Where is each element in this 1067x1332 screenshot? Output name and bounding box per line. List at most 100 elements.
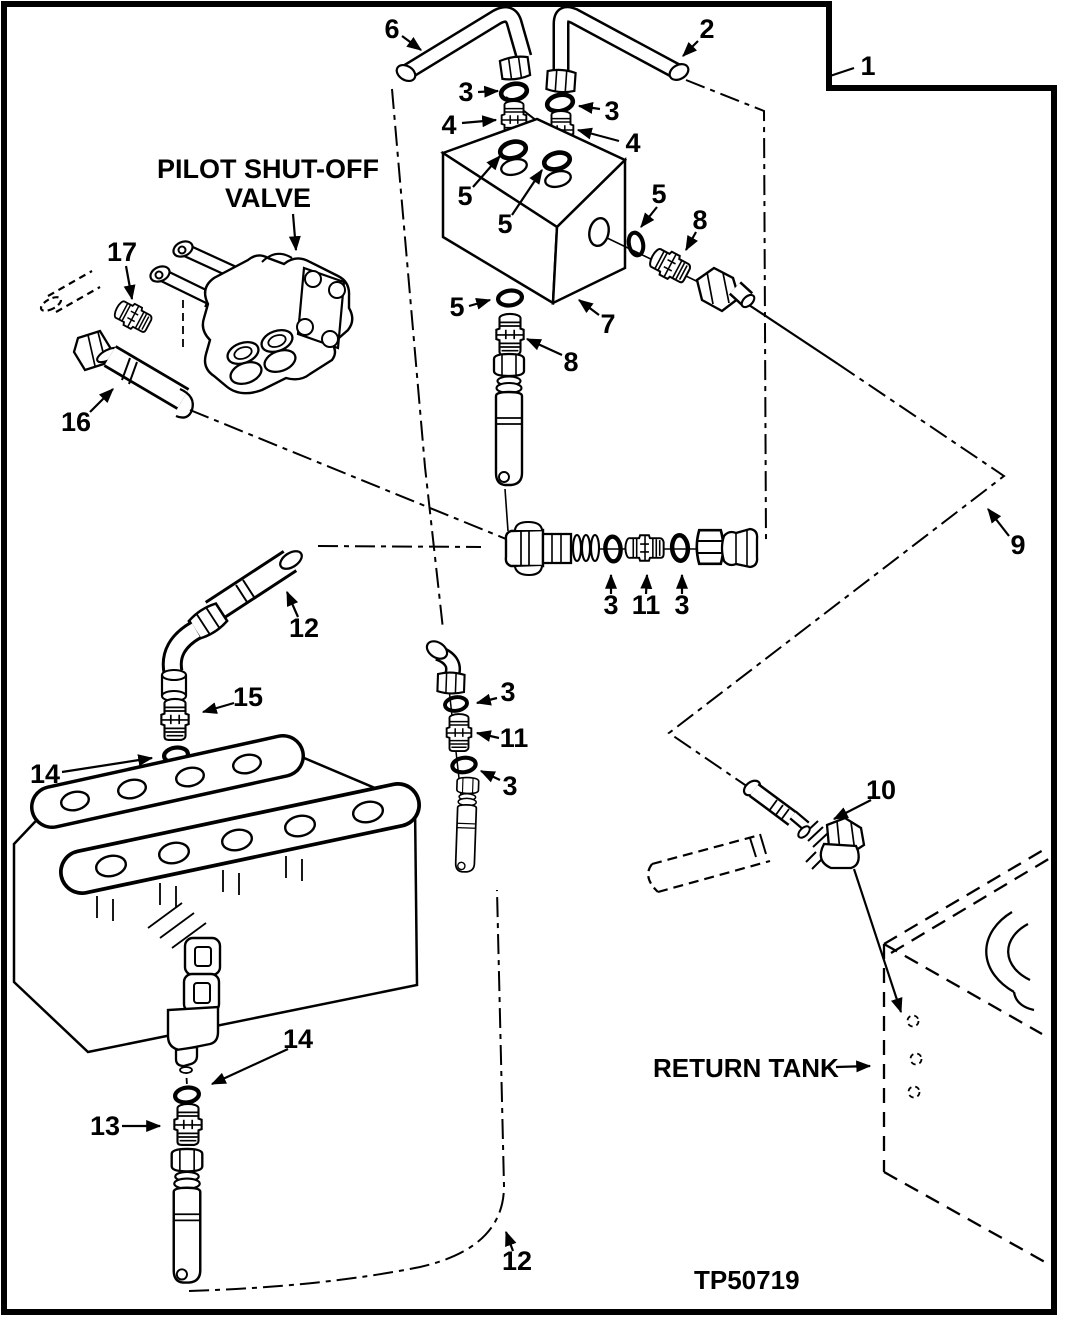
collar-ring-2 [580, 533, 592, 563]
quick-coupler-facets [520, 530, 530, 566]
pilot-tube-6 [395, 5, 533, 83]
hose-12-band [235, 579, 255, 603]
return-port-leader [745, 302, 839, 365]
bolt-hole-2 [328, 281, 346, 299]
callout-9: 9 [1010, 530, 1025, 560]
callout-leader-5 [511, 169, 543, 216]
callout-4: 4 [441, 110, 456, 140]
callout-leader-11 [640, 573, 653, 595]
cap-hex [695, 266, 741, 313]
elbow-nut [436, 671, 466, 695]
row-swivel-facets [735, 530, 748, 566]
cap-tip [740, 293, 756, 309]
coupler-sleeve-facets [551, 534, 562, 563]
callout-leader-14 [210, 1048, 289, 1085]
coupler-collar-ticks [768, 799, 790, 821]
static-leaders [288, 213, 872, 1073]
oring-3-chain-bottom [451, 756, 476, 774]
mount-tab-2-hole [193, 982, 211, 1004]
elbow-12-collar [160, 668, 188, 682]
callout-14: 14 [283, 1024, 313, 1054]
callout-5: 5 [497, 209, 512, 239]
fitting-13 [173, 1102, 203, 1146]
callout-leader-5 [468, 298, 492, 310]
right-mask [1057, 0, 1067, 1332]
return-tank-label: RETURN TANK [653, 1053, 839, 1083]
callout-5: 5 [449, 292, 464, 322]
callout-leader-4 [576, 127, 620, 143]
callout-leader-11 [475, 730, 500, 742]
front-bore-1 [94, 854, 128, 878]
elbow-body [819, 842, 860, 870]
hose-16-fill [105, 347, 188, 408]
tank-hole-3 [907, 1085, 921, 1099]
return-tank-leader [835, 1060, 872, 1073]
tube-end-cap [395, 63, 417, 83]
callout-13: 13 [90, 1111, 120, 1141]
callout-8: 8 [692, 205, 707, 235]
callout-leader-7 [578, 299, 600, 316]
hatch-lines [147, 902, 207, 949]
tank-port-arrow [852, 868, 903, 1014]
return-elbow-fitting-group [647, 779, 866, 894]
callout-1: 1 [860, 51, 875, 81]
callout-leader-6 [401, 35, 422, 51]
collar-ring-1 [571, 533, 583, 563]
callout-leader-3 [479, 770, 501, 783]
hose-12-group [160, 550, 303, 764]
outlet-tip [179, 1066, 193, 1074]
oring-3-chain-top [442, 693, 470, 715]
fitting-17 [110, 296, 156, 337]
bolt-hole-1 [304, 270, 322, 288]
phantom-stub-lines [47, 270, 101, 313]
outlet-nub [174, 1045, 199, 1068]
spool-1-cap [172, 240, 194, 258]
bottom-chain [170, 1086, 204, 1284]
return-tank [852, 848, 1053, 1268]
cap-hex-facets [706, 271, 730, 305]
tank-bottom-edge [883, 1170, 1053, 1268]
callout-3: 3 [502, 771, 517, 801]
middle-chain [425, 640, 480, 874]
tube-fill [403, 8, 530, 78]
quick-coupler-wing-top [513, 520, 544, 531]
notch-mask [830, 0, 1067, 84]
hose-16-band [121, 357, 138, 385]
port-hole-right [544, 169, 572, 189]
elbow-cap [425, 640, 449, 660]
phantom-stub-cap [39, 296, 63, 312]
side-port-hole [588, 216, 610, 248]
callout-leader-17 [123, 265, 136, 301]
fitting-15 [160, 697, 190, 741]
callout-12: 12 [289, 613, 319, 643]
phantom-hose-lines [651, 834, 771, 894]
mount-tab-1-hole [194, 946, 212, 967]
valve-label-leader [288, 213, 301, 252]
phantom-hose-collar [749, 833, 767, 858]
callout-8: 8 [563, 347, 578, 377]
fitting-8-below [495, 312, 525, 356]
coupler-row [504, 520, 759, 577]
pilot-tube-2 [545, 5, 690, 95]
callout-leader-1 [829, 66, 855, 78]
oring-5-side [627, 231, 646, 256]
phantom-line-hose12-routing [188, 889, 506, 1292]
front-bore-2 [157, 841, 191, 865]
callout-3: 3 [603, 590, 618, 620]
hose-16-open-end [175, 387, 194, 419]
tube-end-cap [668, 63, 690, 81]
front-bore-3 [220, 828, 254, 852]
callout-6: 6 [384, 14, 399, 44]
port-hole-left [500, 157, 528, 177]
tube-flare-nut [498, 54, 532, 82]
callout-15: 15 [233, 682, 263, 712]
callout-10: 10 [866, 775, 896, 805]
callout-leader-15 [201, 701, 235, 714]
bolt-hole-4 [321, 330, 339, 348]
callout-leader-3 [475, 693, 498, 706]
bottom-hose-coupler [170, 1147, 204, 1284]
quick-coupler-body [504, 528, 545, 568]
callout-leader-16 [89, 388, 114, 413]
front-bore-5 [351, 800, 385, 824]
